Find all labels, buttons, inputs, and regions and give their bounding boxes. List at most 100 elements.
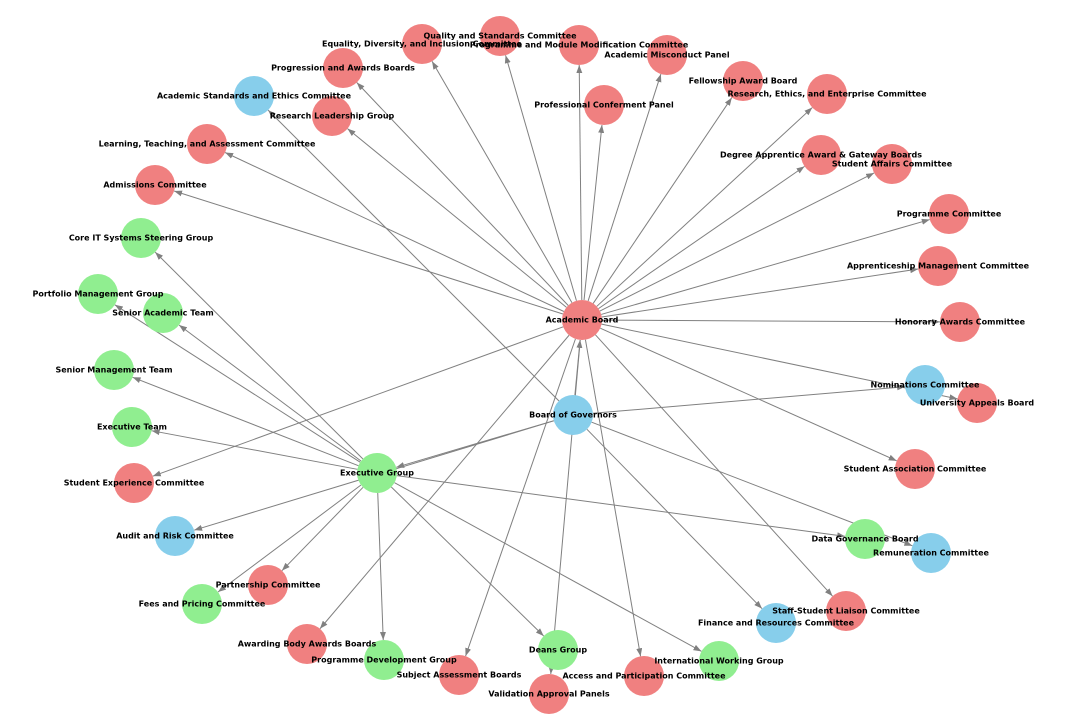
node-deans-group (538, 630, 578, 670)
node-student-affairs (872, 144, 912, 184)
edge-academic_board-to-programme_module_mod (576, 64, 583, 301)
edge-executive_group-to-executive_team (151, 429, 358, 470)
edge-academic_board-to-progression_awards (356, 82, 569, 306)
node-audit-risk (155, 516, 195, 556)
node-finance-resources (756, 603, 796, 643)
node-partnership (248, 565, 288, 605)
node-label-professional-conferment: Professional Conferment Panel (534, 101, 674, 110)
node-label-audit-risk: Audit and Risk Committee (116, 532, 234, 541)
node-label-research-ethics-enterprise: Research, Ethics, and Enterprise Committ… (727, 90, 927, 99)
node-degree-apprentice (801, 135, 841, 175)
node-programme-development (364, 640, 404, 680)
edge-academic_board-to-equality_diversity (431, 61, 573, 303)
node-label-learning-teaching: Learning, Teaching, and Assessment Commi… (99, 140, 316, 149)
node-label-validation-approval: Validation Approval Panels (488, 690, 609, 699)
edge-academic_board-to-access_participation (584, 339, 643, 657)
edge-academic_board-to-student_affairs (599, 172, 875, 312)
node-admissions (135, 165, 175, 205)
edge-executive_group-to-senior_mgmt (132, 376, 359, 467)
node-awarding-body (287, 624, 327, 664)
edge-academic_board-to-programme_committee (601, 218, 930, 315)
node-label-degree-apprentice: Degree Apprentice Award & Gateway Boards (720, 151, 922, 160)
node-label-programme-development: Programme Development Group (311, 656, 457, 665)
node-label-fees-pricing: Fees and Pricing Committee (139, 600, 266, 609)
edge-board_of_governors-to-academic_board (574, 339, 583, 396)
edge-executive_group-to-international_working (394, 482, 702, 652)
node-board-of-governors (553, 395, 593, 435)
edge-academic_board-to-staff_student_liaison (595, 334, 833, 597)
node-nominations (905, 365, 945, 405)
node-learning-teaching (187, 124, 227, 164)
node-label-student-experience: Student Experience Committee (64, 479, 205, 488)
node-executive-team (112, 407, 152, 447)
node-university-appeals (957, 383, 997, 423)
node-label-international-working: International Working Group (654, 657, 784, 666)
node-label-executive-group: Executive Group (340, 469, 414, 478)
node-programme-module-mod (559, 25, 599, 65)
node-academic-board (562, 300, 602, 340)
node-student-association (895, 449, 935, 489)
node-label-research-leadership: Research Leadership Group (270, 112, 395, 121)
node-label-programme-committee: Programme Committee (897, 210, 1002, 219)
node-label-deans-group: Deans Group (529, 646, 587, 655)
node-subject-assessment (439, 655, 479, 695)
node-label-apprenticeship-mgmt: Apprenticeship Management Committee (847, 262, 1030, 271)
edge-board_of_governors-to-nominations (592, 384, 906, 414)
edge-academic_board-to-learning_teaching (224, 152, 565, 312)
node-label-academic-misconduct: Academic Misconduct Panel (604, 51, 729, 60)
edge-academic_board-to-fellowship_award (592, 97, 733, 304)
edge-executive_group-to-partnership (281, 486, 364, 572)
edge-academic_board-to-student_experience (152, 326, 564, 477)
node-equality-diversity (402, 24, 442, 64)
node-fellowship-award (723, 61, 763, 101)
node-senior-mgmt (94, 350, 134, 390)
node-label-fellowship-award: Fellowship Award Board (689, 77, 798, 86)
node-label-university-appeals: University Appeals Board (920, 399, 1035, 408)
node-data-governance (845, 519, 885, 559)
node-label-partnership: Partnership Committee (216, 581, 321, 590)
node-progression-awards (323, 48, 363, 88)
node-academic-misconduct (647, 35, 687, 75)
node-senior-academic (143, 293, 183, 333)
edge-academic_board-to-academic_misconduct (587, 73, 662, 302)
edges-layer (114, 55, 958, 675)
node-access-participation (624, 656, 664, 696)
node-label-admissions: Admissions Committee (103, 181, 207, 190)
node-label-core-it: Core IT Systems Steering Group (69, 234, 214, 243)
edge-executive_group-to-programme_development (377, 492, 386, 641)
node-staff-student-liaison (826, 591, 866, 631)
node-research-leadership (312, 96, 352, 136)
edge-academic_board-to-professional_conferment (583, 124, 605, 301)
edge-academic_board-to-subject_assessment (465, 338, 576, 657)
edge-board_of_governors-to-academic_standards_ethics (267, 109, 560, 402)
node-label-honorary-awards: Honorary Awards Committee (895, 318, 1026, 327)
node-programme-committee (929, 194, 969, 234)
node-portfolio-mgmt (78, 274, 118, 314)
edge-executive_group-to-senior_academic (178, 324, 362, 462)
edge-academic_board-to-honorary_awards (601, 318, 941, 325)
node-academic-standards-ethics (234, 76, 274, 116)
node-student-experience (114, 463, 154, 503)
edge-executive_group-to-core_it (154, 251, 364, 460)
node-label-access-participation: Access and Participation Committee (562, 672, 726, 681)
edge-academic_board-to-quality_standards (504, 55, 577, 301)
node-fees-pricing (182, 584, 222, 624)
node-apprenticeship-mgmt (918, 246, 958, 286)
edge-academic_board-to-student_association (600, 327, 897, 462)
node-label-board-of-governors: Board of Governors (529, 411, 617, 420)
node-remuneration (911, 533, 951, 573)
node-executive-group (357, 453, 397, 493)
node-international-working (699, 641, 739, 681)
edge-academic_board-to-apprenticeship_mgmt (601, 267, 919, 318)
node-label-staff-student-liaison: Staff-Student Liaison Committee (772, 607, 920, 616)
node-label-senior-academic: Senior Academic Team (112, 309, 214, 318)
node-quality-standards (480, 16, 520, 56)
edge-board_of_governors-to-executive_group (396, 420, 554, 468)
node-validation-approval (529, 674, 569, 714)
node-label-student-association: Student Association Committee (844, 465, 987, 474)
node-honorary-awards (940, 302, 980, 342)
edge-academic_board-to-research_leadership (347, 128, 567, 308)
node-label-nominations: Nominations Committee (871, 381, 981, 390)
